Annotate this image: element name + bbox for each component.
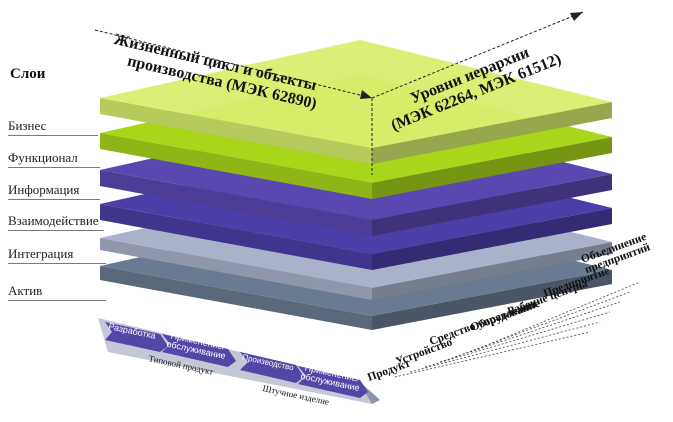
layer-slab-front-face [100,170,372,236]
hierarchy-arrow-head [570,12,583,21]
layer-slab-top-face [100,40,612,148]
layer-slab-side-face [372,270,612,330]
hierarchy-axis-arrow [371,11,584,99]
lifecycle-axis-arrow [94,29,373,99]
layer-leader-line [8,199,100,200]
layer-label: Бизнес [8,118,47,133]
layers-title: Слои [10,66,46,82]
layer-label: Актив [8,283,43,298]
layer-slab-side-face [372,174,612,236]
layer-slab-front-face [100,133,372,199]
layer-slab-front-face [100,238,372,300]
layer-slab-0 [100,40,612,164]
layer-leader-line [8,167,100,168]
chevron-use-type [162,334,236,367]
layer-label: Информация [8,182,80,197]
lifecycle-band [98,318,380,404]
layer-leader-line [8,300,106,301]
layer-slab-front-face [100,204,372,270]
layer-slab-side-face [372,137,612,199]
layer-slab-side-face [372,208,612,270]
lifecycle-arrow-head [360,90,372,99]
layer-slab-front-face [100,98,372,164]
hierarchy-grid-lines [394,281,641,378]
chevron-use-instance [298,366,368,398]
layer-leader-line [8,230,104,231]
layer-label: Функционал [8,150,78,165]
layer-leader-line [8,135,98,136]
layer-slab-side-face [372,102,612,164]
layer-leader-line [8,263,106,264]
layer-label: Интеграция [8,246,74,261]
chevron-development [105,322,168,352]
layer-slab-side-face [372,242,612,300]
chevron-production [240,352,304,383]
layer-label: Взаимодействие [8,213,99,228]
layer-slab-front-face [100,266,372,330]
